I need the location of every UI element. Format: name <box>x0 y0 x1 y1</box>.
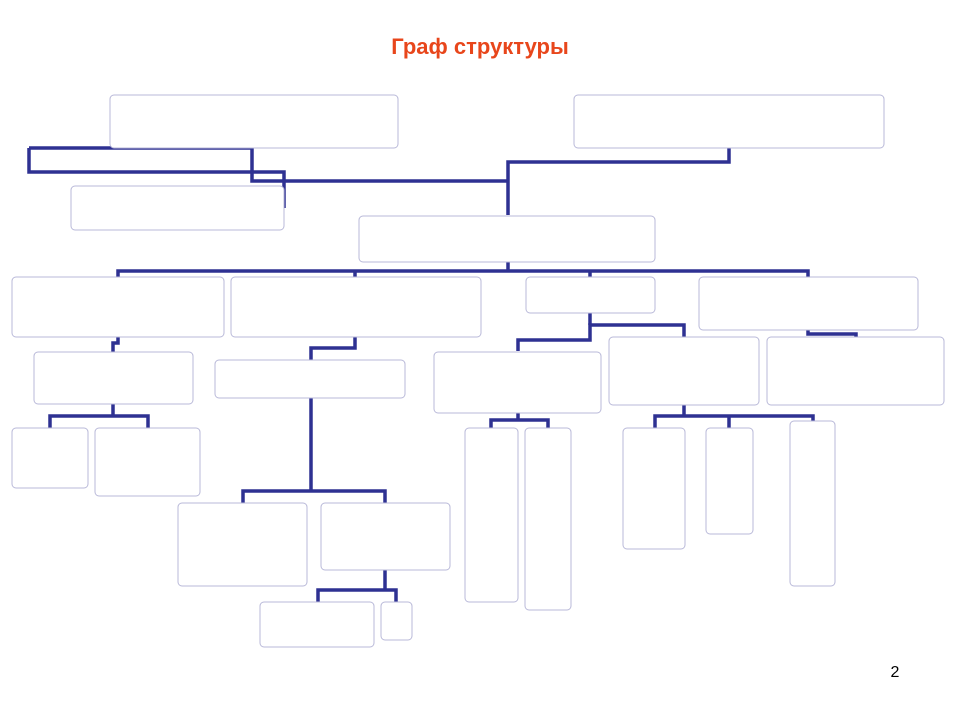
diagram-box <box>109 94 399 149</box>
diagram-box <box>70 185 285 231</box>
diagram-box <box>789 420 836 587</box>
diagram-box <box>320 502 451 571</box>
connector-line <box>309 337 357 360</box>
diagram-box <box>705 427 754 535</box>
diagram-box <box>11 427 89 489</box>
diagram-box <box>358 215 656 263</box>
connector-line <box>116 269 810 278</box>
diagram-box <box>380 601 413 641</box>
connector-line <box>241 489 387 503</box>
page-number: 2 <box>890 664 900 681</box>
diagram-box <box>622 427 686 550</box>
connector-line <box>806 330 858 337</box>
connectors <box>27 146 858 602</box>
diagram-box <box>608 336 760 406</box>
diagram-box <box>33 351 194 405</box>
diagram-box <box>11 276 225 338</box>
connector-line <box>316 588 398 602</box>
connector-line <box>506 148 731 215</box>
connector-line <box>489 418 550 428</box>
diagram-box <box>464 427 519 603</box>
diagram-box <box>766 336 945 406</box>
connector-line <box>29 146 508 183</box>
diagram-box <box>524 427 572 611</box>
diagram-box <box>259 601 375 648</box>
slide-title: Граф структуры <box>391 34 569 59</box>
diagram-box <box>230 276 482 338</box>
diagram-box <box>698 276 919 331</box>
diagram-box <box>433 351 602 414</box>
connector-line <box>653 414 815 428</box>
connector-line <box>48 414 150 428</box>
diagram-box <box>573 94 885 149</box>
diagram-box <box>177 502 308 587</box>
nodes <box>11 94 945 648</box>
diagram-box <box>94 427 201 497</box>
connector-line <box>516 323 686 351</box>
diagram-box <box>214 359 406 399</box>
diagram-box <box>525 276 656 314</box>
connector-line <box>111 336 120 352</box>
